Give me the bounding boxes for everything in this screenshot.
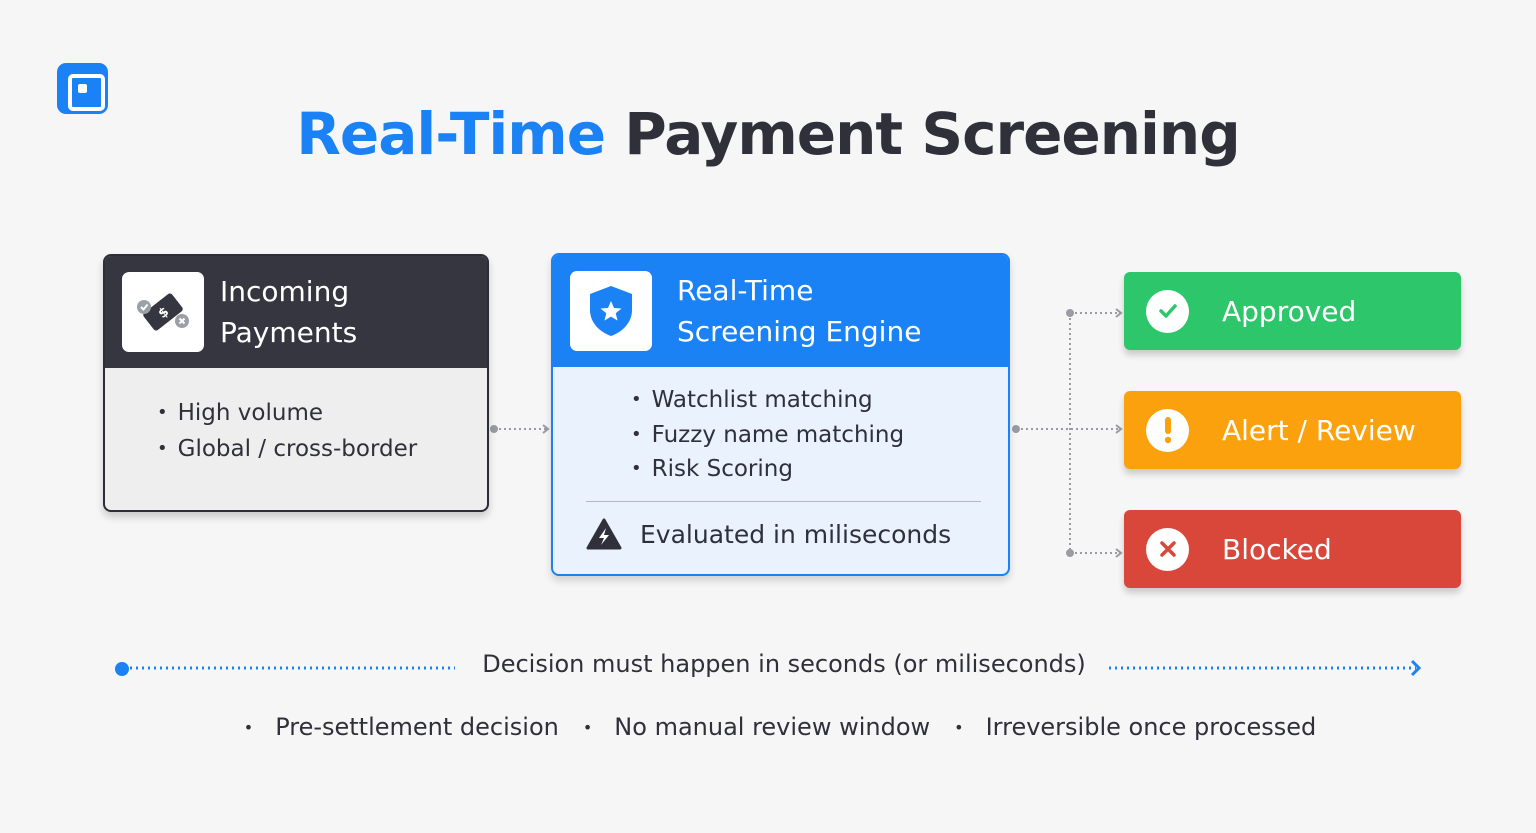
payment-card-icon: $	[122, 272, 204, 352]
connector-dot	[1012, 425, 1020, 433]
check-circle-icon	[1146, 289, 1189, 333]
arrowhead	[542, 424, 550, 434]
engine-card-header: Real-Time Screening Engine	[553, 255, 1008, 367]
engine-title-line2: Screening Engine	[677, 315, 922, 348]
outcome-label: Blocked	[1222, 532, 1332, 566]
note-text: Pre-settlement decision	[275, 713, 559, 741]
incoming-payments-card: $ Incoming Payments High volume Global /…	[103, 254, 489, 512]
list-item: Risk Scoring	[631, 453, 1008, 488]
x-circle-icon	[1146, 527, 1189, 571]
timeline-caption: Decision must happen in seconds (or mili…	[482, 650, 1086, 678]
outcome-blocked: Blocked	[1124, 510, 1461, 588]
list-item: High volume	[157, 396, 487, 432]
engine-footer-text: Evaluated in miliseconds	[640, 520, 952, 549]
incoming-card-header: $ Incoming Payments	[105, 256, 487, 368]
note-item: •Irreversible once processed	[954, 713, 1317, 741]
arrowhead	[1115, 308, 1123, 318]
outcome-alert-review: Alert / Review	[1124, 391, 1461, 469]
arrowhead	[1115, 424, 1123, 434]
incoming-card-title: Incoming Payments	[220, 271, 357, 353]
connector-dot	[1066, 309, 1074, 317]
constraint-notes: •Pre-settlement decision •No manual revi…	[0, 713, 1536, 741]
shield-star-icon	[570, 271, 652, 351]
page-title: Real-Time Payment Screening	[0, 100, 1536, 168]
note-item: •Pre-settlement decision	[243, 713, 559, 741]
incoming-title-line1: Incoming	[220, 275, 350, 308]
connector-dot	[490, 425, 498, 433]
list-item: Watchlist matching	[631, 384, 1008, 419]
note-text: No manual review window	[614, 713, 931, 741]
engine-title-line1: Real-Time	[677, 274, 814, 307]
exclamation-circle-icon	[1146, 408, 1189, 452]
engine-bullet-list: Watchlist matching Fuzzy name matching R…	[553, 367, 1008, 488]
outcome-approved: Approved	[1124, 272, 1461, 350]
lightning-warning-icon	[586, 518, 622, 550]
engine-footer: Evaluated in miliseconds	[586, 518, 951, 551]
engine-divider	[586, 501, 981, 502]
note-text: Irreversible once processed	[985, 713, 1317, 741]
outcome-label: Approved	[1222, 294, 1357, 328]
screening-engine-card: Real-Time Screening Engine Watchlist mat…	[551, 253, 1010, 576]
connector-dot	[1066, 549, 1074, 557]
engine-card-title: Real-Time Screening Engine	[677, 270, 921, 352]
title-accent: Real-Time	[296, 100, 606, 168]
timeline-line	[115, 659, 1422, 677]
title-rest: Payment Screening	[605, 100, 1241, 168]
incoming-bullet-list: High volume Global / cross-border	[105, 368, 487, 468]
brand-logo-icon	[57, 63, 108, 114]
list-item: Fuzzy name matching	[631, 419, 1008, 454]
arrowhead	[1115, 548, 1123, 558]
incoming-title-line2: Payments	[220, 316, 358, 349]
list-item: Global / cross-border	[157, 432, 487, 468]
outcome-label: Alert / Review	[1222, 413, 1416, 447]
note-item: •No manual review window	[582, 713, 931, 741]
